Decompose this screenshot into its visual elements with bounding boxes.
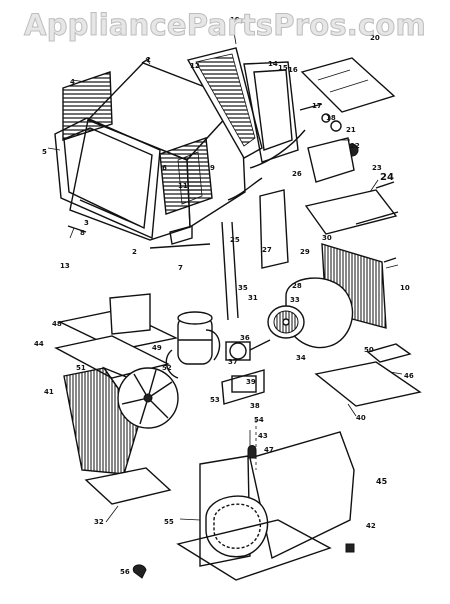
callout-16: 16: [288, 66, 298, 74]
callout-23: 23: [372, 164, 382, 172]
callout-54: 54: [254, 416, 264, 424]
callout-17: 17: [312, 102, 322, 110]
callout-35: 35: [238, 284, 248, 292]
callout-14: 14: [268, 60, 278, 68]
callout-34: 34: [296, 354, 306, 362]
callout-49: 49: [152, 344, 162, 352]
callout-56: 56: [120, 568, 130, 576]
callout-19: 19: [230, 16, 240, 24]
top-panels: [186, 47, 299, 163]
callout-55: 55: [164, 518, 174, 526]
callout-4: 4: [70, 78, 75, 86]
filter-panel: [300, 57, 396, 113]
callout-48: 48: [52, 320, 62, 328]
rail-and-brackets: [304, 181, 399, 235]
callout-20: 20: [370, 34, 380, 42]
callout-29: 29: [300, 248, 310, 256]
callout-13: 13: [60, 262, 70, 270]
callout-30: 30: [322, 234, 332, 242]
callout-45: 45: [376, 477, 388, 486]
callout-leaders: [47, 20, 403, 523]
callout-3: 3: [84, 219, 89, 227]
compressor: [165, 311, 221, 379]
callout-6: 6: [162, 164, 167, 172]
callout-22: 22: [350, 142, 360, 150]
callout-42: 42: [366, 522, 376, 530]
callout-41: 41: [44, 388, 54, 396]
base-pan: [84, 467, 172, 505]
callout-12: 12: [190, 62, 200, 70]
side-channels: [67, 189, 289, 321]
callout-24: 24: [380, 172, 394, 183]
condenser-fan-blade: [117, 367, 179, 429]
callout-36: 36: [240, 334, 250, 342]
callout-33: 33: [290, 296, 300, 304]
motor: [221, 339, 271, 405]
front-grille-right: [159, 137, 213, 215]
callout-28: 28: [292, 282, 302, 290]
callout-39: 39: [246, 378, 256, 386]
callout-10: 10: [400, 284, 410, 292]
callout-1: 1: [146, 56, 151, 64]
blower-assembly: [267, 277, 354, 349]
callout-7: 7: [178, 264, 183, 272]
callout-51: 51: [76, 364, 86, 372]
callout-8: 8: [80, 229, 85, 237]
callout-52: 52: [162, 364, 172, 372]
callout-40: 40: [356, 414, 366, 422]
controls-cluster: [227, 103, 359, 201]
callout-21: 21: [346, 126, 356, 134]
callout-9: 9: [210, 164, 215, 172]
callout-31: 31: [248, 294, 258, 302]
callout-46: 46: [404, 372, 414, 380]
callout-2: 2: [132, 248, 137, 256]
callout-38: 38: [250, 402, 260, 410]
callout-labels: 1 2 3 4 5 6 7 8 9 10 11 12 13 14 15 16 1…: [34, 16, 414, 576]
callout-50: 50: [364, 346, 374, 354]
callout-37: 37: [228, 358, 238, 366]
callout-47: 47: [264, 446, 274, 454]
callout-25: 25: [230, 236, 240, 244]
base-chassis: [132, 430, 355, 581]
callout-11: 11: [178, 182, 188, 190]
callout-18: 18: [326, 114, 336, 122]
callout-43: 43: [258, 432, 268, 440]
callout-5: 5: [42, 148, 47, 156]
callout-15: 15: [278, 64, 288, 72]
callout-27: 27: [262, 246, 272, 254]
left-panels: [53, 293, 179, 379]
right-panels: [314, 343, 422, 407]
callout-53: 53: [210, 396, 220, 404]
callout-44: 44: [34, 340, 44, 348]
callout-26: 26: [292, 170, 302, 178]
callout-32: 32: [94, 518, 104, 526]
front-grille-left: [62, 71, 113, 141]
